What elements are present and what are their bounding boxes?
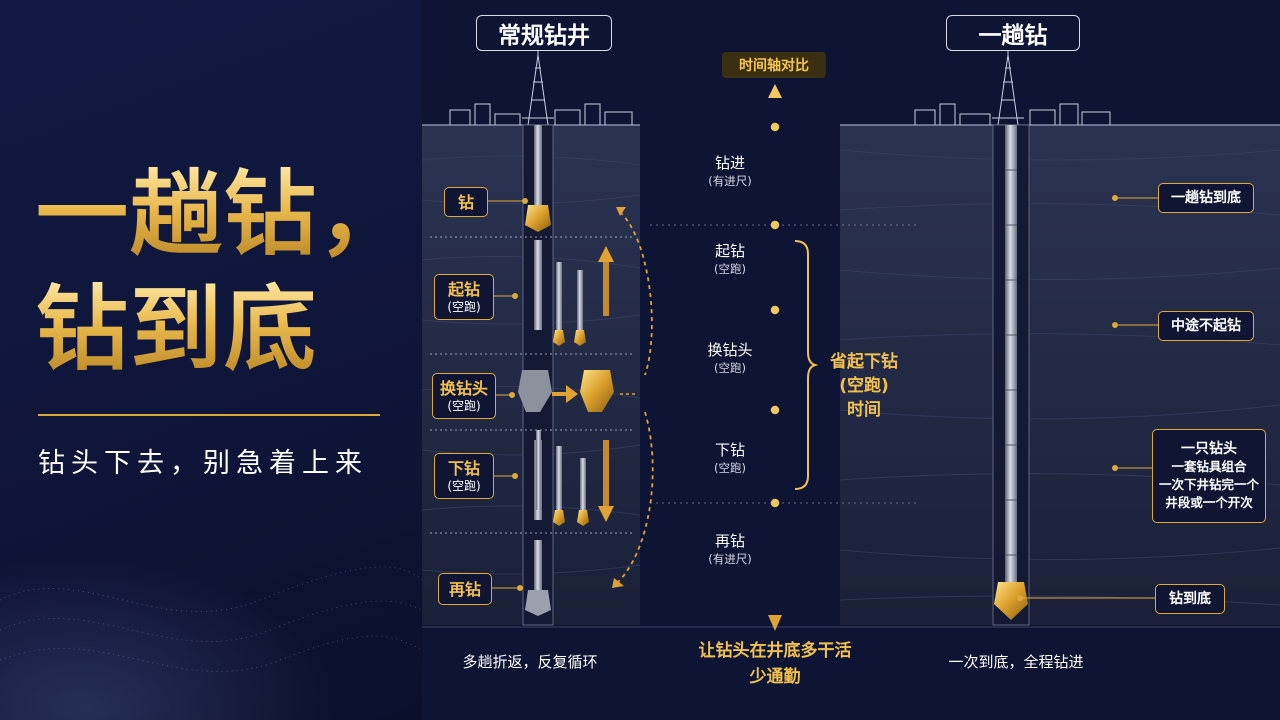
stage-label-bit-change-text: 换钻头 [439,378,488,398]
timeline-stage-trip-in: 下钻 (空跑) [690,441,770,477]
label-one-trip-to-bottom-text: 一趟钻到底 [1171,189,1241,206]
loop-arrow-upper [619,211,653,376]
hero-title-line2: 钻到底 [36,276,319,383]
left-drill-bit-stage1 [525,205,551,232]
center-footer-line-1: 让钻头在井底多干活 [698,641,852,661]
hero-title-line1: 一趟钻， [36,161,413,268]
loop-arrow-lower-head [612,578,624,588]
timeline-stage-drilling-main: 钻进 [714,154,745,172]
tripping-in-pipes [536,430,589,526]
label-drill-to-bottom: 钻到底 [1155,584,1225,614]
right-drill-string [1005,125,1017,585]
conventional-drilling-title: 常规钻井 [476,15,612,51]
left-label-connectors [488,198,528,591]
label-combo-line-3: 一次下井钻完一个 [1158,477,1259,492]
stage-label-drill-text: 钻 [457,192,474,212]
stage-label-trip-in: 下钻 (空跑) [434,453,494,499]
timeline-stage-redrill: 再钻 (有进尺) [690,532,770,568]
stage-label-drill: 钻 [444,187,488,217]
old-drill-bit-icon [518,370,552,412]
label-no-trip-midway-text: 中途不起钻 [1171,317,1241,334]
timeline-nodes [769,121,781,509]
timeline-stage-trip-out: 起钻 (空跑) [690,242,770,278]
stage-label-trip-out: 起钻 (空跑) [434,274,494,320]
stage-label-trip-out-sub: (空跑) [447,299,481,314]
stage-label-bit-change-sub: (空跑) [447,398,481,413]
right-drill-bit-icon [994,582,1028,620]
hero-divider [38,414,380,416]
stage-label-trip-in-sub: (空跑) [447,478,481,493]
summary-line-1: 省起下钻 [830,352,898,372]
timeline-stage-drilling: 钻进 (有进尺) [690,154,770,190]
right-label-connectors [1017,195,1158,601]
new-drill-bit-icon [580,370,614,412]
loop-arrow-lower [617,411,654,583]
right-footer-caption: 一次到底，全程钻进 [948,653,1084,671]
summary-text: 省起下钻 (空跑) 时间 [818,350,910,422]
stage-label-trip-out-text: 起钻 [447,279,480,299]
stage-label-bit-change: 换钻头 (空跑) [432,373,496,419]
timeline-stage-drilling-sub: (有进尺) [708,174,752,188]
left-footer-caption: 多趟折返，反复循环 [462,653,598,671]
label-combo-line-4: 井段或一个开次 [1165,495,1253,510]
left-rig-facility [449,45,633,126]
right-rig-facility [914,45,1111,126]
loop-arrow-upper-head [616,207,626,216]
dotted-wave-decoration [0,470,422,720]
summary-bracket [794,240,819,490]
wave-lines [0,566,423,673]
timeline-stage-trip-in-sub: (空跑) [714,461,746,475]
timeline-stage-redrill-main: 再钻 [714,532,745,550]
label-drill-to-bottom-text: 钻到底 [1169,590,1211,607]
timeline-stage-trip-out-sub: (空跑) [714,262,746,276]
timeline-arrow-down [768,615,782,631]
timeline-stage-bit-change-main: 换钻头 [707,341,753,359]
label-one-trip-to-bottom: 一趟钻到底 [1158,183,1254,213]
timeline-arrow-up [768,84,782,98]
timeline-label: 时间轴对比 [722,52,826,78]
label-bit-assembly-combo: 一只钻头 一套钻具组合 一次下井钻完一个 井段或一个开次 [1152,429,1266,523]
stage-label-trip-in-text: 下钻 [447,458,480,478]
center-footer-line-2: 少通勤 [749,667,801,687]
timeline-stage-trip-in-main: 下钻 [714,441,745,459]
right-pipe-joints [1005,169,1017,556]
trip-in-arrow [598,440,614,522]
center-footer-caption: 让钻头在井底多干活 少通勤 [680,638,870,690]
timeline-stage-trip-out-main: 起钻 [714,242,745,260]
left-pipe-tripping-out [534,240,542,330]
tripping-out-pipes [553,262,586,346]
hero-subtitle: 钻头下去，别急着上来 [38,448,368,479]
one-trip-drilling-title: 一趟钻 [946,15,1080,51]
label-no-trip-midway: 中途不起钻 [1158,311,1254,341]
stage-label-redrill-text: 再钻 [448,579,481,599]
label-combo-line-2: 一套钻具组合 [1171,459,1247,474]
stage-label-redrill: 再钻 [438,573,492,605]
stage-separators [430,236,632,534]
summary-line-2: (空跑) [839,376,889,396]
trip-out-arrow [598,246,614,316]
label-combo-line-1: 一只钻头 [1181,441,1237,457]
timeline-stage-redrill-sub: (有进尺) [708,552,752,566]
timeline-stage-bit-change-sub: (空跑) [714,361,746,375]
left-drill-bit-redrill [525,590,551,616]
summary-line-3: 时间 [847,400,881,420]
timeline-stage-bit-change: 换钻头 (空跑) [690,341,770,377]
left-pipe-redrill [534,540,542,590]
left-drill-pipe [534,125,542,210]
bit-change-arrow-icon [552,385,578,403]
